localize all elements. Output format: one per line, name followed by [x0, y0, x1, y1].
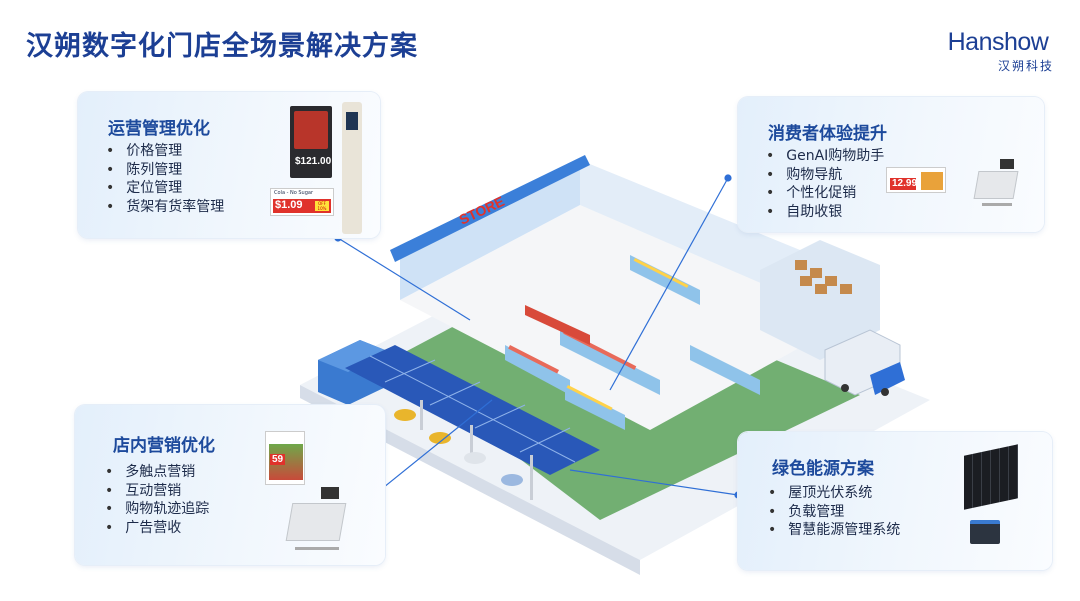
- list-item: 自助收银: [766, 203, 884, 222]
- smart-cart-image: [970, 159, 1022, 217]
- card-title: 绿色能源方案: [772, 459, 874, 479]
- kiosk-robot-image: [342, 102, 362, 234]
- smart-cart-image: [281, 485, 353, 561]
- delivery-truck: [824, 329, 905, 396]
- list-item: 定位管理: [106, 179, 224, 198]
- esl-tag-image: Cola - No Sugar $1.09 OFF 10%: [270, 188, 334, 216]
- hanshow-logo: Hanshow 汉朔科技: [936, 30, 1060, 74]
- card-customer-experience: 消费者体验提升 GenAI购物助手 购物导航 个性化促销 自助收银 12.99: [738, 97, 1044, 232]
- card-title: 消费者体验提升: [768, 124, 887, 144]
- list-item: 购物导航: [766, 166, 884, 185]
- list-item: 价格管理: [106, 142, 224, 161]
- back-wall: [580, 160, 800, 300]
- solar-carport: [345, 345, 600, 500]
- logo-cn: 汉朔科技: [997, 59, 1054, 73]
- shelves: [505, 255, 760, 430]
- esl-price: 12.99: [892, 178, 918, 189]
- digital-signage-image: $121.00: [290, 106, 332, 178]
- card-green-energy: 绿色能源方案 屋顶光伏系统 负载管理 智慧能源管理系统: [738, 432, 1052, 570]
- esl-tag-name: Cola - No Sugar: [274, 190, 314, 196]
- solar-panel-image: [964, 444, 1018, 510]
- list-item: 广告营收: [105, 519, 209, 538]
- poster-price: 59: [270, 454, 286, 465]
- page-title: 汉朔数字化门店全场景解决方案: [26, 31, 418, 62]
- promo-poster-image: 59: [265, 431, 305, 485]
- list-item: 智慧能源管理系统: [768, 521, 900, 540]
- card-title: 运营管理优化: [108, 119, 210, 139]
- list-item: 个性化促销: [766, 184, 884, 203]
- card-operations: 运营管理优化 价格管理 陈列管理 定位管理 货架有货率管理 $121.00 Co…: [78, 92, 380, 238]
- logo-text: Hanshow: [947, 28, 1049, 56]
- checkout: [525, 305, 590, 345]
- list-item: GenAI购物助手: [766, 147, 884, 166]
- screen-price: $121.00: [295, 156, 332, 167]
- card-in-store-marketing: 店内营销优化 多触点营销 互动营销 购物轨迹追踪 广告营收 59: [75, 405, 385, 565]
- energy-controller-image: [970, 520, 1000, 544]
- list-item: 购物轨迹追踪: [105, 500, 209, 519]
- esl-badge: OFF 10%: [315, 201, 329, 211]
- esl-price: $1.09: [275, 199, 303, 211]
- list-item: 多触点营销: [105, 463, 209, 482]
- roof-edge: [390, 155, 590, 262]
- list-item: 互动营销: [105, 482, 209, 501]
- card-title: 店内营销优化: [113, 436, 215, 456]
- list-item: 陈列管理: [106, 161, 224, 180]
- esl-tag-image: 12.99: [886, 167, 946, 193]
- list-item: 货架有货率管理: [106, 198, 224, 217]
- list-item: 负载管理: [768, 503, 900, 522]
- list-item: 屋顶光伏系统: [768, 484, 900, 503]
- left-wall: [400, 160, 580, 300]
- warehouse: [760, 240, 880, 360]
